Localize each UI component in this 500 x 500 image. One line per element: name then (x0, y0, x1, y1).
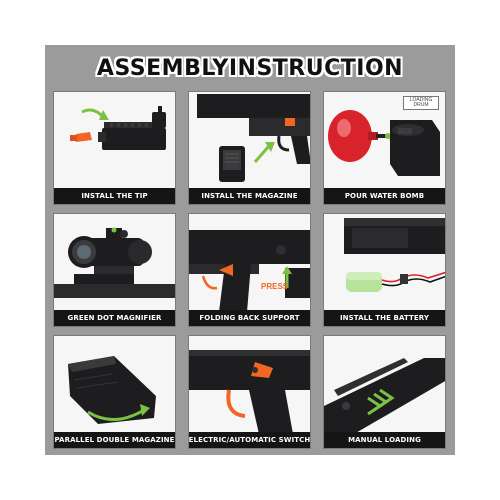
panel-caption: POUR WATER BOMB (324, 188, 445, 204)
fire-switch-icon (189, 350, 310, 434)
panel-caption: INSTALL THE BATTERY (324, 310, 445, 326)
panel-manual-loading: MANUAL LOADING (323, 335, 446, 449)
press-label: PRESS (261, 282, 289, 291)
scope-icon (54, 227, 175, 298)
magazine-icon (197, 94, 310, 182)
loading-drum-label: LOADING DRUM (403, 96, 439, 110)
panel-caption: INSTALL THE TIP (54, 188, 175, 204)
title-banner: ASSEMBLYINSTRUCTION (45, 45, 455, 91)
panel-caption: MANUAL LOADING (324, 432, 445, 448)
panel-caption: INSTALL THE MAGAZINE (189, 188, 310, 204)
stock-hinge-icon (189, 230, 310, 312)
panel-electric-automatic-switch: ELECTRIC/AUTOMATIC SWITCH (188, 335, 311, 449)
charging-handle-icon (324, 358, 445, 434)
panel-caption: GREEN DOT MAGNIFIER (54, 310, 175, 326)
page-title: ASSEMBLYINSTRUCTION (96, 55, 404, 81)
panel-folding-back-support: PRESS FOLDING BACK SUPPORT (188, 213, 311, 327)
double-magazine-icon (68, 356, 156, 424)
panel-install-battery: INSTALL THE BATTERY (323, 213, 446, 327)
panel-caption: FOLDING BACK SUPPORT (189, 310, 310, 326)
panel-install-magazine: INSTALL THE MAGAZINE (188, 91, 311, 205)
instruction-sheet: ASSEMBLYINSTRUCTION INSTALL THE TIP (45, 45, 455, 455)
panel-install-tip: INSTALL THE TIP (53, 91, 176, 205)
panel-caption: PARALLEL DOUBLE MAGAZINE (54, 432, 175, 448)
panel-pour-water-bomb: LOADING DRUM POUR WATER BOMB (323, 91, 446, 205)
water-bomb-bottle-icon (328, 110, 440, 176)
panel-caption: ELECTRIC/AUTOMATIC SWITCH (189, 432, 310, 448)
battery-icon (344, 218, 445, 292)
gun-barrel-tip-icon (70, 106, 166, 150)
instruction-grid: INSTALL THE TIP INSTALL THE MAGAZINE (53, 91, 447, 449)
panel-green-dot-magnifier: GREEN DOT MAGNIFIER (53, 213, 176, 327)
panel-parallel-double-magazine: PARALLEL DOUBLE MAGAZINE (53, 335, 176, 449)
